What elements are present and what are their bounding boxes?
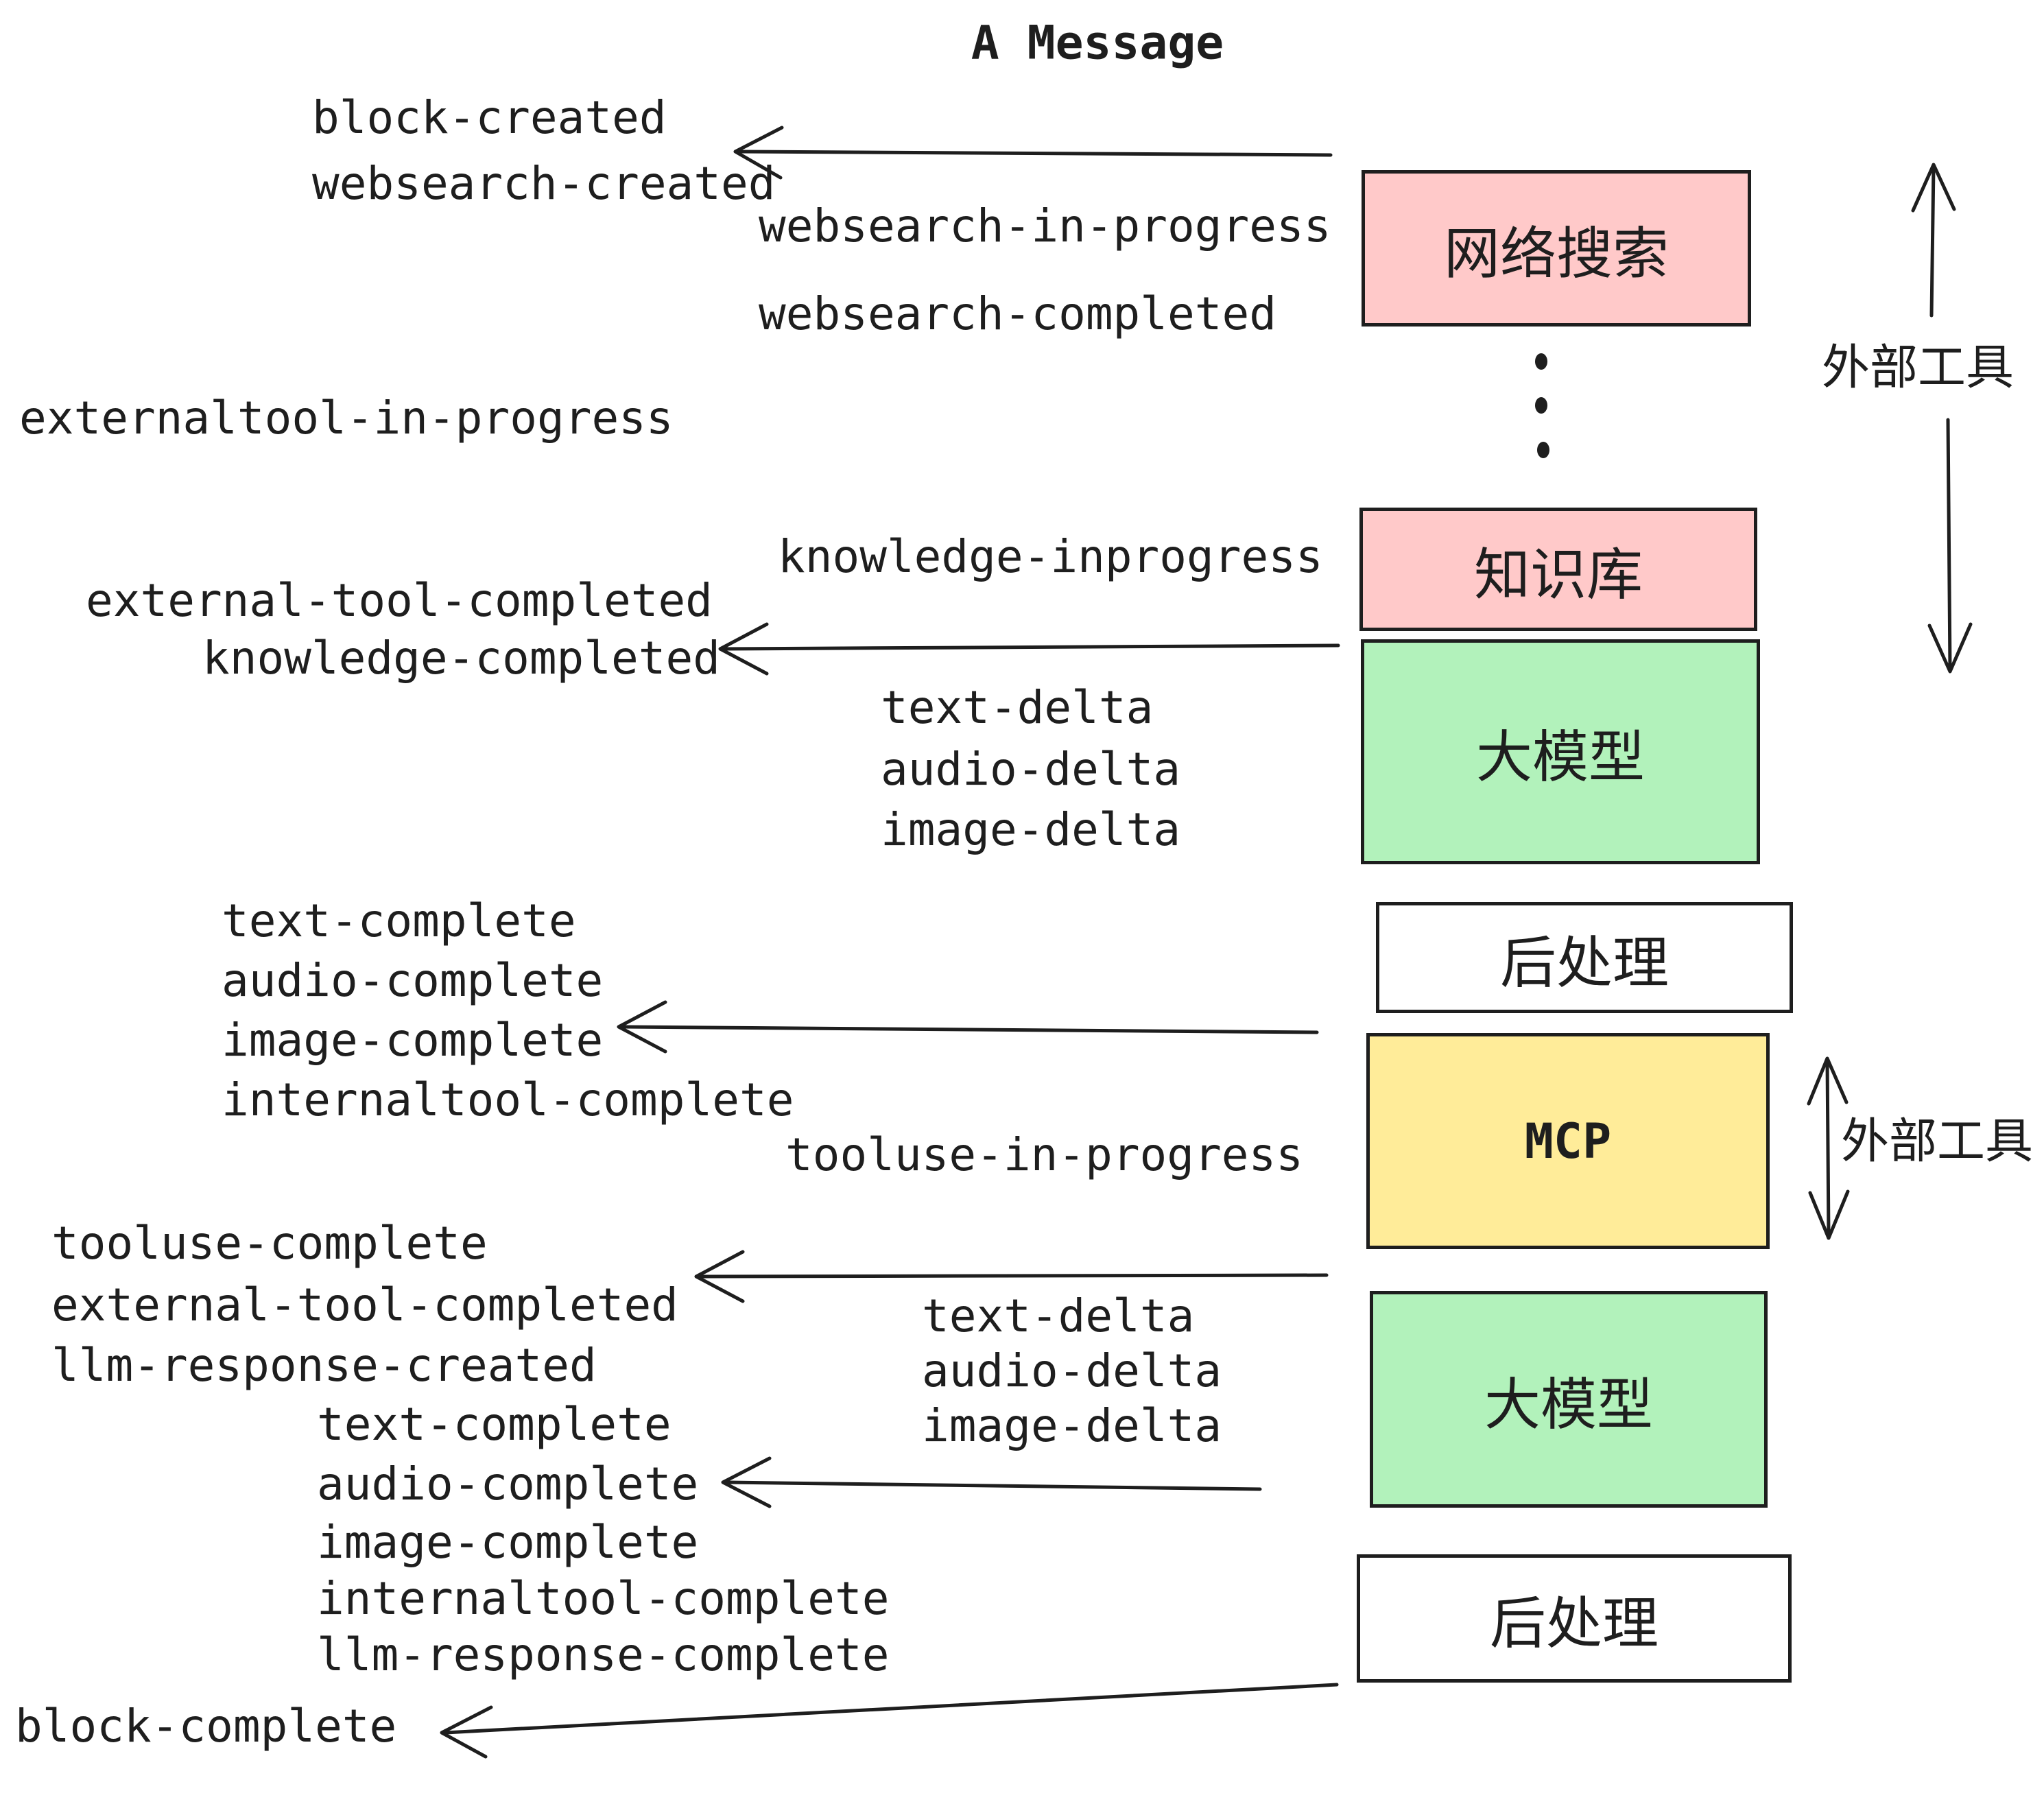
event-label-websearch-created: websearch-created [312, 157, 776, 210]
box-llm-bottom-label: 大模型 [1484, 1372, 1653, 1438]
diagram-title: A Message [971, 16, 1224, 71]
event-label-image-delta-2: image-delta [922, 1399, 1222, 1452]
external-tools-up-arrow [1911, 163, 1956, 318]
box-llm-top: 大模型 [1361, 639, 1760, 864]
event-label-websearch-completed: websearch-completed [759, 287, 1276, 340]
event-label-text-delta-2: text-delta [922, 1290, 1195, 1342]
event-label-externaltool-in-progress: externaltool-in-progress [19, 392, 674, 444]
box-websearch-label: 网络搜索 [1443, 221, 1669, 287]
box-llm-bottom: 大模型 [1370, 1291, 1768, 1508]
event-label-internaltool-complete-2: internaltool-complete [317, 1572, 890, 1625]
event-label-text-complete: text-complete [222, 894, 576, 947]
event-label-llm-response-complete: llm-response-complete [317, 1628, 890, 1681]
event-label-image-complete-2: image-complete [317, 1516, 699, 1569]
event-label-text-complete-2: text-complete [317, 1398, 672, 1451]
box-mcp: MCP [1366, 1033, 1770, 1249]
external-tools-label-mcp: 外部工具 [1841, 1113, 2033, 1170]
box-postprocess-top-label: 后处理 [1499, 930, 1669, 996]
arrow-to-audio-complete [721, 1456, 1262, 1508]
box-websearch: 网络搜索 [1362, 170, 1751, 327]
external-tools-down-arrow [1927, 418, 1973, 674]
box-knowledge-label: 知识库 [1473, 542, 1643, 608]
event-label-block-complete: block-complete [15, 1700, 397, 1753]
box-knowledge: 知识库 [1359, 508, 1757, 631]
ellipsis-dots [1535, 353, 1549, 458]
event-label-image-complete: image-complete [222, 1014, 604, 1067]
external-tools-label-top: 外部工具 [1822, 339, 2014, 396]
box-postprocess-bottom-label: 后处理 [1489, 1591, 1659, 1657]
arrow-to-image-complete [617, 1000, 1319, 1054]
box-postprocess-top: 后处理 [1376, 902, 1793, 1013]
event-label-external-tool-completed-2: external-tool-completed [51, 1279, 678, 1331]
event-label-audio-delta: audio-delta [881, 743, 1181, 796]
box-mcp-label: MCP [1524, 1113, 1612, 1170]
event-label-audio-complete-2: audio-complete [317, 1458, 699, 1510]
event-label-internaltool-complete: internaltool-complete [222, 1073, 794, 1126]
event-label-tooluse-complete: tooluse-complete [51, 1217, 488, 1270]
event-label-knowledge-completed: knowledge-completed [202, 632, 720, 685]
event-label-image-delta: image-delta [881, 803, 1181, 856]
box-postprocess-bottom: 后处理 [1357, 1554, 1792, 1683]
box-llm-top-label: 大模型 [1475, 724, 1645, 790]
event-label-llm-response-created: llm-response-created [51, 1339, 597, 1392]
event-label-block-created: block-created [312, 91, 667, 144]
event-label-audio-delta-2: audio-delta [922, 1344, 1222, 1397]
event-label-text-delta: text-delta [881, 681, 1154, 734]
event-label-websearch-in-progress: websearch-in-progress [759, 200, 1331, 252]
arrow-to-block-complete [440, 1683, 1339, 1759]
event-label-knowledge-inprogress: knowledge-inprogress [778, 530, 1323, 583]
arrow-to-knowledge-completed [718, 622, 1340, 676]
event-label-audio-complete: audio-complete [222, 954, 604, 1007]
event-label-external-tool-completed: external-tool-completed [86, 574, 713, 627]
arrow-websearch-to-block-created [733, 126, 1333, 180]
event-label-tooluse-in-progress: tooluse-in-progress [785, 1128, 1303, 1181]
